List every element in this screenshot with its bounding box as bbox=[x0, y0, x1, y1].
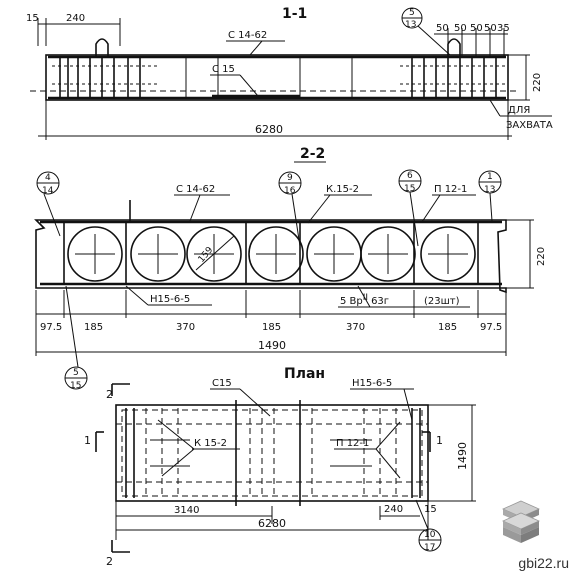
svg-text:50: 50 bbox=[436, 23, 449, 34]
cut-mark-1-right: 1 bbox=[436, 434, 443, 447]
label-frame-top: С 14-62 bbox=[228, 30, 267, 41]
callout-6-15: 6 15 bbox=[398, 169, 422, 247]
svg-text:9: 9 bbox=[287, 173, 293, 183]
core-2 bbox=[130, 226, 186, 282]
callout-1-13: 1 13 bbox=[478, 170, 502, 222]
svg-text:1: 1 bbox=[487, 172, 493, 182]
svg-text:4: 4 bbox=[45, 173, 51, 183]
callout-5-15: 5 15 bbox=[64, 285, 88, 391]
svg-text:185: 185 bbox=[262, 322, 281, 333]
svg-text:15: 15 bbox=[70, 381, 81, 391]
dim-6280-a: 6280 bbox=[255, 123, 283, 136]
dim-3140: 3140 bbox=[174, 505, 199, 516]
plan-label-frame-k: К 15-2 bbox=[194, 438, 227, 449]
svg-text:370: 370 bbox=[346, 322, 365, 333]
svg-text:14: 14 bbox=[42, 186, 54, 196]
hollow-cores bbox=[67, 226, 476, 282]
cut-mark-2-top: 2 bbox=[106, 388, 113, 401]
svg-text:35: 35 bbox=[497, 23, 510, 34]
svg-text:97.5: 97.5 bbox=[40, 322, 62, 333]
site-logo-icon bbox=[502, 500, 540, 543]
site-watermark: gbi22.ru bbox=[518, 555, 569, 571]
svg-text:17: 17 bbox=[424, 543, 435, 553]
dim-1490-a: 1490 bbox=[258, 339, 286, 352]
svg-text:6: 6 bbox=[407, 171, 413, 181]
cut-mark-1-left: 1 bbox=[84, 434, 91, 447]
dim-15-b: 15 bbox=[424, 504, 437, 515]
end-cage-right bbox=[400, 57, 506, 98]
svg-text:13: 13 bbox=[484, 185, 495, 195]
section-2-2: 2-2 4 14 С 14-62 9 16 К.15-2 6 15 bbox=[34, 146, 547, 391]
core-7 bbox=[420, 226, 476, 282]
end-cage-left bbox=[52, 57, 160, 98]
note-dlya: ДЛЯ bbox=[508, 105, 530, 116]
section-2-2-title: 2-2 bbox=[300, 146, 325, 162]
callout-10-17: 10 17 bbox=[415, 499, 442, 553]
svg-text:13: 13 bbox=[405, 20, 416, 30]
label-2-frame-k: К.15-2 bbox=[326, 184, 359, 195]
callout-9-16: 9 16 bbox=[278, 171, 302, 247]
label-count: (23шт) bbox=[424, 296, 460, 307]
svg-text:50: 50 bbox=[454, 23, 467, 34]
svg-text:5: 5 bbox=[73, 368, 79, 378]
callout-5-13: 5 13 bbox=[401, 7, 451, 56]
lifting-loop-left bbox=[95, 38, 109, 57]
plan-end-cage-left bbox=[125, 408, 190, 498]
core-5 bbox=[306, 226, 362, 282]
dim-220-b: 220 bbox=[536, 247, 547, 266]
spacing-dims: 50 50 50 50 35 bbox=[434, 23, 510, 57]
dim-240-b: 240 bbox=[384, 504, 403, 515]
label-frame-c15: С 15 bbox=[212, 64, 235, 75]
svg-text:370: 370 bbox=[176, 322, 195, 333]
svg-text:185: 185 bbox=[438, 322, 457, 333]
dim-15: 15 bbox=[26, 13, 39, 24]
core-4 bbox=[248, 226, 304, 282]
section-1-1-title: 1-1 bbox=[282, 6, 307, 22]
svg-text:15: 15 bbox=[404, 184, 415, 194]
core-1 bbox=[67, 226, 123, 282]
plan-end-cage-right bbox=[330, 408, 421, 498]
plan-title: План bbox=[284, 366, 325, 382]
dim-240: 240 bbox=[66, 13, 85, 24]
svg-text:185: 185 bbox=[84, 322, 103, 333]
label-2-frame-top: С 14-62 bbox=[176, 184, 215, 195]
label-2-mesh: Н15-6-5 bbox=[150, 294, 190, 305]
segment-dims: 97.5 185 370 185 370 185 97.5 1490 bbox=[35, 290, 507, 356]
label-2-loop: П 12-1 bbox=[434, 184, 467, 195]
section-1-1: 1-1 15 240 С 14-62 bbox=[26, 6, 553, 140]
plan-label-loop: П 12-1 bbox=[336, 438, 369, 449]
plan-label-c15: С15 bbox=[212, 378, 232, 389]
plan-view: План 2 2 1 1 bbox=[84, 366, 476, 568]
note-zakhvata: ЗАХВАТА bbox=[506, 120, 553, 131]
svg-text:5: 5 bbox=[409, 8, 415, 18]
cut-mark-2-bottom: 2 bbox=[106, 555, 113, 568]
dim-1490-b: 1490 bbox=[456, 442, 469, 470]
svg-text:97.5: 97.5 bbox=[480, 322, 502, 333]
plan-label-mesh: Н15-6-5 bbox=[352, 378, 392, 389]
dim-6280-b: 6280 bbox=[258, 517, 286, 530]
svg-text:10: 10 bbox=[424, 530, 436, 540]
core-6 bbox=[360, 226, 416, 282]
dim-220-a: 220 bbox=[532, 73, 543, 92]
svg-text:16: 16 bbox=[284, 186, 296, 196]
callout-4-14: 4 14 bbox=[36, 171, 61, 237]
